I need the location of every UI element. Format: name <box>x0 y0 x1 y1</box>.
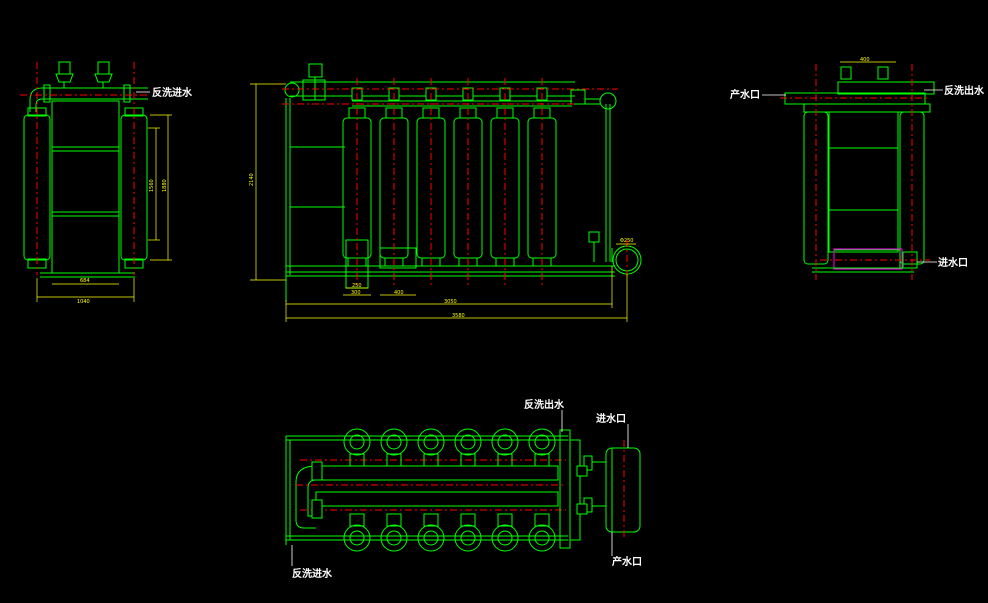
dim-front-400: 400 <box>394 290 404 296</box>
dim-front-3050: 3050 <box>444 299 457 305</box>
plan-feed-inlet-label: 进水口 <box>596 412 626 425</box>
side-view <box>20 61 172 302</box>
end-view <box>762 61 943 280</box>
dim-side-height-1: 1560 <box>149 179 155 192</box>
end-product-outlet-label: 产水口 <box>730 88 760 101</box>
end-backwash-outlet-label: 反洗出水 <box>944 84 985 97</box>
dim-pipe-dia: Φ250 <box>620 238 633 244</box>
dim-side-height-2: 1880 <box>162 179 168 192</box>
plan-product-outlet-label: 产水口 <box>612 555 642 568</box>
plan-backwash-outlet-label: 反洗出水 <box>524 398 565 411</box>
front-view <box>250 63 642 322</box>
front-vessels <box>342 87 557 267</box>
dim-front-250: 250 <box>352 283 362 289</box>
dim-end-top: 400 <box>860 57 870 63</box>
end-feed-inlet-label: 进水口 <box>938 256 968 269</box>
plan-view <box>285 410 641 566</box>
dim-side-inner: 684 <box>80 278 90 284</box>
side-backwash-inlet-label: 反洗进水 <box>152 86 193 99</box>
dim-front-300: 300 <box>351 290 361 296</box>
dim-front-height: 2140 <box>249 173 255 186</box>
dim-front-total: 3580 <box>452 313 465 319</box>
plan-backwash-inlet-label: 反洗进水 <box>292 567 333 580</box>
dim-side-total: 1040 <box>77 299 90 305</box>
